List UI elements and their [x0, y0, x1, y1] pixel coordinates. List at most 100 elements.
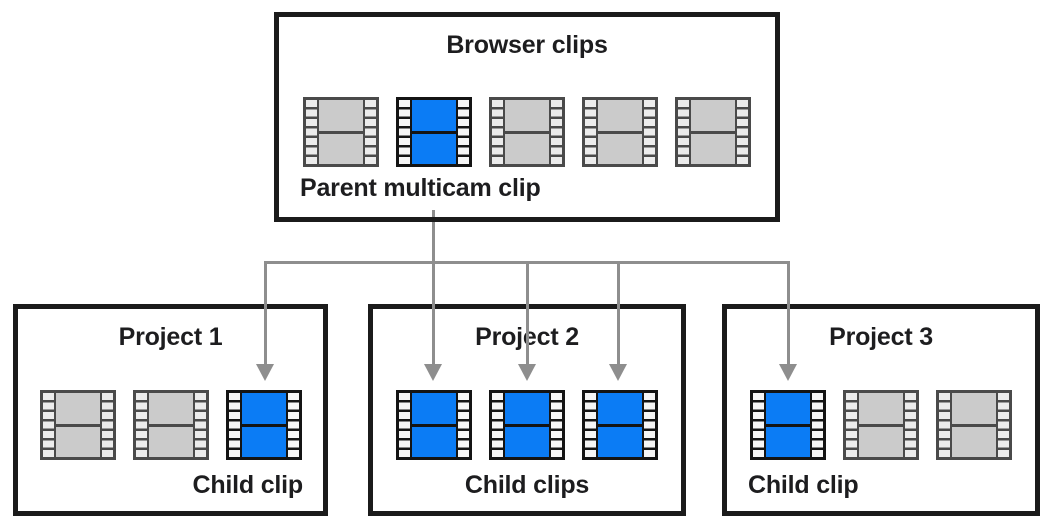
film-frame-top	[952, 393, 996, 424]
browser-clips-box: Browser clips Parent multicam clip	[274, 12, 780, 222]
sprocket-holes-left	[939, 393, 950, 457]
connector-trunk-line	[432, 210, 435, 262]
film-frame-bottom	[505, 423, 549, 457]
film-frame-top	[505, 393, 549, 424]
project-1-box: Project 1 Child clip	[13, 304, 328, 516]
filmstrip-clip-icon-blue	[582, 390, 658, 460]
parent-multicam-clip-label: Parent multicam clip	[300, 174, 541, 202]
filmstrip-clip-icon-blue	[489, 390, 565, 460]
filmstrip-clip-icon-blue	[396, 390, 472, 460]
project-1-title: Project 1	[108, 321, 233, 358]
film-frame-bottom	[412, 130, 456, 164]
sprocket-holes-left	[306, 100, 317, 164]
film-frames	[689, 100, 737, 164]
sprocket-holes-right	[812, 393, 823, 457]
project-3-title: Project 3	[819, 321, 943, 358]
film-frame-top	[412, 393, 456, 424]
project-3-clips-row	[727, 390, 1035, 460]
film-frames	[857, 393, 905, 457]
filmstrip-clip-icon-gray	[936, 390, 1012, 460]
sprocket-holes-right	[365, 100, 376, 164]
sprocket-holes-left	[135, 393, 147, 457]
connector-branch-project3-clip1	[787, 261, 790, 364]
sprocket-holes-left	[228, 393, 240, 457]
film-frame-top	[859, 393, 903, 424]
sprocket-holes-left	[399, 393, 410, 457]
sprocket-holes-left	[585, 393, 596, 457]
film-frame-top	[412, 100, 456, 131]
film-frame-top	[241, 393, 286, 424]
sprocket-holes-left	[399, 100, 410, 164]
project-1-clips-row	[18, 390, 323, 460]
film-frames	[146, 393, 195, 457]
film-frame-top	[766, 393, 810, 424]
film-frames	[764, 393, 812, 457]
film-frame-bottom	[505, 130, 549, 164]
browser-clips-row	[279, 97, 775, 167]
project-2-box: Project 2 Child clips	[368, 304, 686, 516]
film-frame-bottom	[55, 423, 100, 457]
browser-box-title: Browser clips	[436, 29, 618, 66]
sprocket-holes-right	[551, 393, 562, 457]
filmstrip-clip-icon-blue	[750, 390, 826, 460]
film-frame-bottom	[412, 423, 456, 457]
sprocket-holes-right	[194, 393, 206, 457]
film-frames	[410, 393, 458, 457]
film-frame-bottom	[952, 423, 996, 457]
film-frame-top	[148, 393, 193, 424]
sprocket-holes-right	[551, 100, 562, 164]
filmstrip-clip-icon-gray	[39, 390, 116, 460]
film-frame-top	[691, 100, 735, 131]
connector-branch-project2-clip3	[617, 261, 620, 364]
arrowhead-to-project2-clip1-icon	[424, 364, 442, 381]
film-frame-top	[319, 100, 363, 131]
sprocket-holes-left	[678, 100, 689, 164]
film-frames	[239, 393, 288, 457]
filmstrip-clip-icon-gray	[303, 97, 379, 167]
project-3-box: Project 3 Child clip	[722, 304, 1040, 516]
arrowhead-to-project2-clip3-icon	[609, 364, 627, 381]
filmstrip-clip-icon-gray	[675, 97, 751, 167]
connector-branch-project2-clip1	[432, 261, 435, 364]
film-frame-top	[598, 100, 642, 131]
sprocket-holes-right	[644, 100, 655, 164]
filmstrip-clip-icon-gray	[489, 97, 565, 167]
film-frames	[410, 100, 458, 164]
filmstrip-clip-icon-gray	[843, 390, 919, 460]
film-frame-bottom	[766, 423, 810, 457]
film-frame-bottom	[148, 423, 193, 457]
connector-branch-project1-clip3	[264, 261, 267, 364]
sprocket-holes-right	[737, 100, 748, 164]
sprocket-holes-right	[905, 393, 916, 457]
filmstrip-clip-icon-gray	[582, 97, 658, 167]
film-frame-bottom	[241, 423, 286, 457]
film-frames	[503, 100, 551, 164]
film-frames	[53, 393, 102, 457]
film-frame-bottom	[319, 130, 363, 164]
sprocket-holes-left	[492, 100, 503, 164]
sprocket-holes-right	[287, 393, 299, 457]
sprocket-holes-left	[846, 393, 857, 457]
film-frame-top	[598, 393, 642, 424]
film-frame-top	[55, 393, 100, 424]
project-1-child-clip-label: Child clip	[192, 471, 303, 499]
connector-branch-project2-clip2	[526, 261, 529, 364]
sprocket-holes-right	[101, 393, 113, 457]
filmstrip-clip-icon-blue	[225, 390, 302, 460]
film-frame-bottom	[598, 423, 642, 457]
sprocket-holes-left	[492, 393, 503, 457]
project-2-clips-row	[373, 390, 681, 460]
sprocket-holes-left	[42, 393, 54, 457]
film-frames	[503, 393, 551, 457]
film-frames	[950, 393, 998, 457]
arrowhead-to-project1-clip3-icon	[256, 364, 274, 381]
sprocket-holes-left	[585, 100, 596, 164]
film-frame-top	[505, 100, 549, 131]
sprocket-holes-left	[753, 393, 764, 457]
arrowhead-to-project3-clip1-icon	[779, 364, 797, 381]
film-frame-bottom	[598, 130, 642, 164]
filmstrip-clip-icon-gray	[132, 390, 209, 460]
filmstrip-clip-icon-blue	[396, 97, 472, 167]
sprocket-holes-right	[998, 393, 1009, 457]
